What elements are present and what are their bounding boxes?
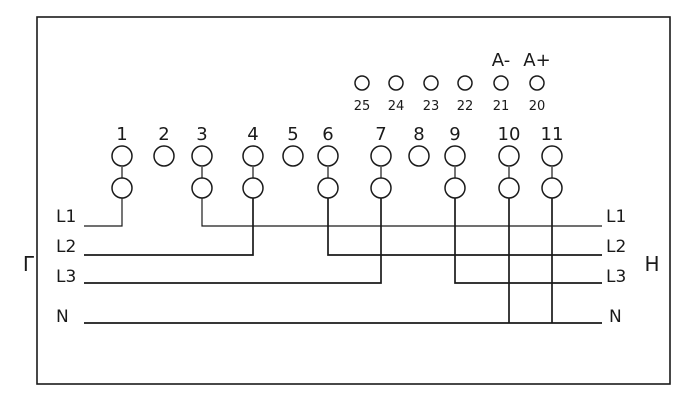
terminal-3: 3 (191, 124, 213, 199)
line-label-left-l2: L2 (56, 237, 76, 257)
line-label-right-l3: L3 (606, 267, 626, 287)
terminal-8: 8 (408, 124, 430, 167)
wire-l3-out (454, 198, 602, 284)
terminal-screw-lower (111, 177, 133, 199)
wire-l1-in (84, 198, 123, 227)
aux-terminal-number: 24 (388, 99, 405, 114)
aux-terminal-screw (493, 75, 509, 91)
terminal-screw-upper (541, 145, 563, 167)
terminal-screw-lower (498, 177, 520, 199)
terminal-screw (282, 145, 304, 167)
aux-terminal-20: A+ 20 (523, 50, 550, 114)
terminal-screw-lower (541, 177, 563, 199)
wires (84, 198, 602, 324)
line-label-right-l1: L1 (606, 207, 626, 227)
aux-terminal-label: A- (492, 50, 510, 71)
main-terminal-block: 1 2 3 4 5 6 7 8 9 10 11 (111, 124, 564, 199)
terminal-5: 5 (282, 124, 304, 167)
aux-terminal-23: 23 (423, 75, 440, 114)
terminal-screw-upper (444, 145, 466, 167)
terminal-screw-upper (498, 145, 520, 167)
terminal-screw-lower (370, 177, 392, 199)
terminal-number: 6 (322, 124, 333, 145)
line-label-left-l3: L3 (56, 267, 76, 287)
aux-terminal-22: 22 (457, 75, 474, 114)
terminal-number: 5 (287, 124, 298, 145)
terminal-number: 3 (196, 124, 207, 145)
terminal-10: 10 (498, 124, 521, 199)
terminal-9: 9 (444, 124, 466, 199)
line-label-right-n: N (609, 307, 622, 327)
terminal-screw-upper (191, 145, 213, 167)
terminal-number: 2 (158, 124, 169, 145)
diagram-frame (36, 16, 671, 385)
terminal-number: 11 (541, 124, 564, 145)
aux-terminal-number: 21 (493, 99, 510, 114)
terminal-screw-lower (317, 177, 339, 199)
terminal-number: 10 (498, 124, 521, 145)
side-label-right: H (644, 252, 659, 276)
terminal-1: 1 (111, 124, 133, 199)
side-label-left: Г (23, 252, 35, 276)
terminal-number: 1 (116, 124, 127, 145)
terminal-screw-lower (444, 177, 466, 199)
terminal-screw-upper (242, 145, 264, 167)
terminal-number: 4 (247, 124, 258, 145)
aux-terminal-label: A+ (523, 50, 550, 71)
terminal-number: 9 (449, 124, 460, 145)
terminal-screw-upper (111, 145, 133, 167)
terminal-screw-lower (242, 177, 264, 199)
wire-l2-out (327, 198, 602, 256)
aux-terminal-21: A- 21 (492, 50, 510, 114)
wire-l1-out (201, 198, 602, 227)
terminal-2: 2 (153, 124, 175, 167)
terminal-6: 6 (317, 124, 339, 199)
aux-terminal-24: 24 (388, 75, 405, 114)
aux-terminal-screw (423, 75, 439, 91)
aux-terminal-screw (388, 75, 404, 91)
terminal-11: 11 (541, 124, 564, 199)
terminal-screw-lower (191, 177, 213, 199)
terminal-screw (153, 145, 175, 167)
aux-terminal-screw (354, 75, 370, 91)
wire-l2-in (84, 198, 254, 256)
terminal-7: 7 (370, 124, 392, 199)
terminal-number: 8 (413, 124, 424, 145)
terminal-screw-upper (317, 145, 339, 167)
terminal-screw-upper (370, 145, 392, 167)
aux-terminal-number: 20 (529, 99, 546, 114)
line-label-right-l2: L2 (606, 237, 626, 257)
terminal-screw (408, 145, 430, 167)
line-label-left-n: N (56, 307, 69, 327)
aux-terminal-number: 23 (423, 99, 440, 114)
aux-terminal-screw (529, 75, 545, 91)
aux-terminal-number: 25 (354, 99, 371, 114)
aux-terminal-screw (457, 75, 473, 91)
wire-l3-in (84, 198, 382, 284)
aux-terminal-block: 25 24 23 22 A- 21 A+ 20 (354, 50, 551, 114)
line-label-left-l1: L1 (56, 207, 76, 227)
terminal-4: 4 (242, 124, 264, 199)
aux-terminal-number: 22 (457, 99, 474, 114)
terminal-number: 7 (375, 124, 386, 145)
aux-terminal-25: 25 (354, 75, 371, 114)
